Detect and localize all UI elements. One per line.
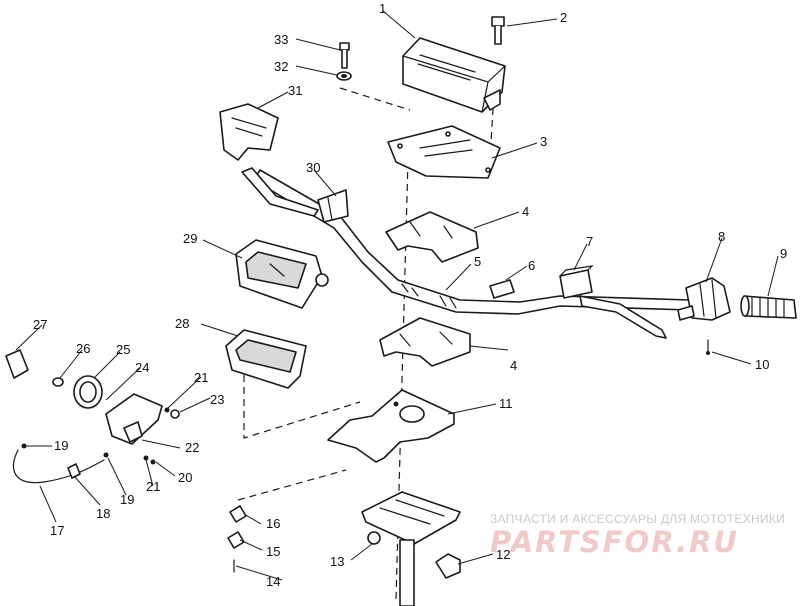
left-lever-assembly — [219, 103, 319, 217]
callout-12: 12 — [496, 547, 510, 562]
callout-32: 32 — [274, 59, 288, 74]
callout-19-left: 19 — [54, 438, 68, 453]
callout-18: 18 — [96, 506, 110, 521]
clamp-12 — [435, 553, 461, 579]
callout-16: 16 — [266, 516, 280, 531]
alignment-line-gauge — [243, 375, 361, 439]
callout-5: 5 — [474, 254, 481, 269]
callout-10: 10 — [755, 357, 769, 372]
nut-26 — [52, 377, 64, 387]
screw-23 — [170, 409, 180, 419]
clamp-18 — [67, 463, 81, 479]
callout-17: 17 — [50, 523, 64, 538]
rubber-cap — [5, 349, 29, 379]
callout-4: 4 — [522, 204, 529, 219]
screw-10 — [706, 339, 710, 355]
speedometer — [235, 239, 329, 309]
callout-26: 26 — [76, 341, 90, 356]
handlebar-clamp-lower — [379, 317, 471, 367]
alignment-line-plate — [237, 469, 347, 501]
control-box — [402, 37, 506, 113]
steering-post — [361, 491, 461, 606]
callout-1: 1 — [379, 1, 386, 16]
callout-30: 30 — [306, 160, 320, 175]
callout-20: 20 — [178, 470, 192, 485]
ring-25 — [73, 375, 103, 409]
watermark-caption: ЗАПЧАСТИ И АКСЕССУАРЫ ДЛЯ МОТОТЕХНИКИ — [490, 512, 785, 526]
callout-19-center: 19 — [120, 492, 134, 507]
watermark-brand: PARTSFOR.RU — [490, 525, 739, 559]
callout-33: 33 — [274, 32, 288, 47]
nut-13 — [367, 531, 381, 545]
bushing-15 — [227, 531, 245, 549]
alignment-line-bolt — [339, 87, 411, 111]
callout-24: 24 — [135, 360, 149, 375]
brake-lever — [579, 295, 667, 339]
callout-8: 8 — [718, 229, 725, 244]
callout-22: 22 — [185, 440, 199, 455]
bolt-33 — [339, 42, 350, 69]
callout-23: 23 — [210, 392, 224, 407]
callout-labels: 1 2 3 4 5 6 7 8 9 10 11 12 13 14 15 16 1… — [33, 1, 787, 589]
bracket-plate — [327, 389, 455, 463]
throttle-housing — [677, 277, 731, 321]
leader-lines — [15, 10, 779, 581]
callout-21-lower: 21 — [146, 479, 160, 494]
callout-25: 25 — [116, 342, 130, 357]
callout-13: 13 — [330, 554, 344, 569]
bushing-16 — [229, 505, 247, 523]
handlebar-grip — [740, 295, 797, 319]
callout-27: 27 — [33, 317, 47, 332]
screw-21-upper — [164, 407, 170, 413]
screw-21-lower — [143, 455, 149, 461]
callout-31: 31 — [288, 83, 302, 98]
callout-29: 29 — [183, 231, 197, 246]
bolt-2 — [491, 16, 505, 45]
callout-14: 14 — [266, 574, 280, 589]
callout-11: 11 — [499, 396, 513, 411]
speedometer-cover — [225, 329, 307, 389]
switch-assembly — [559, 265, 594, 299]
callout-4-lower: 4 — [510, 358, 517, 373]
alignment-line-box — [489, 107, 494, 161]
callout-6: 6 — [528, 258, 535, 273]
callout-9: 9 — [780, 246, 787, 261]
callout-28: 28 — [175, 316, 189, 331]
callout-7: 7 — [586, 234, 593, 249]
left-switch-housing — [317, 189, 349, 223]
cable-17 — [13, 449, 105, 484]
callout-15: 15 — [266, 544, 280, 559]
clip-19 — [21, 443, 109, 458]
callout-3: 3 — [540, 134, 547, 149]
callout-2: 2 — [560, 10, 567, 25]
grip-sleeve — [489, 279, 515, 299]
screw-20 — [150, 459, 156, 465]
handlebar-clamp-upper — [385, 211, 479, 263]
bracket-22 — [105, 393, 163, 445]
callout-21-upper: 21 — [194, 370, 208, 385]
mounting-plate — [387, 125, 501, 179]
washer-32 — [336, 71, 352, 81]
